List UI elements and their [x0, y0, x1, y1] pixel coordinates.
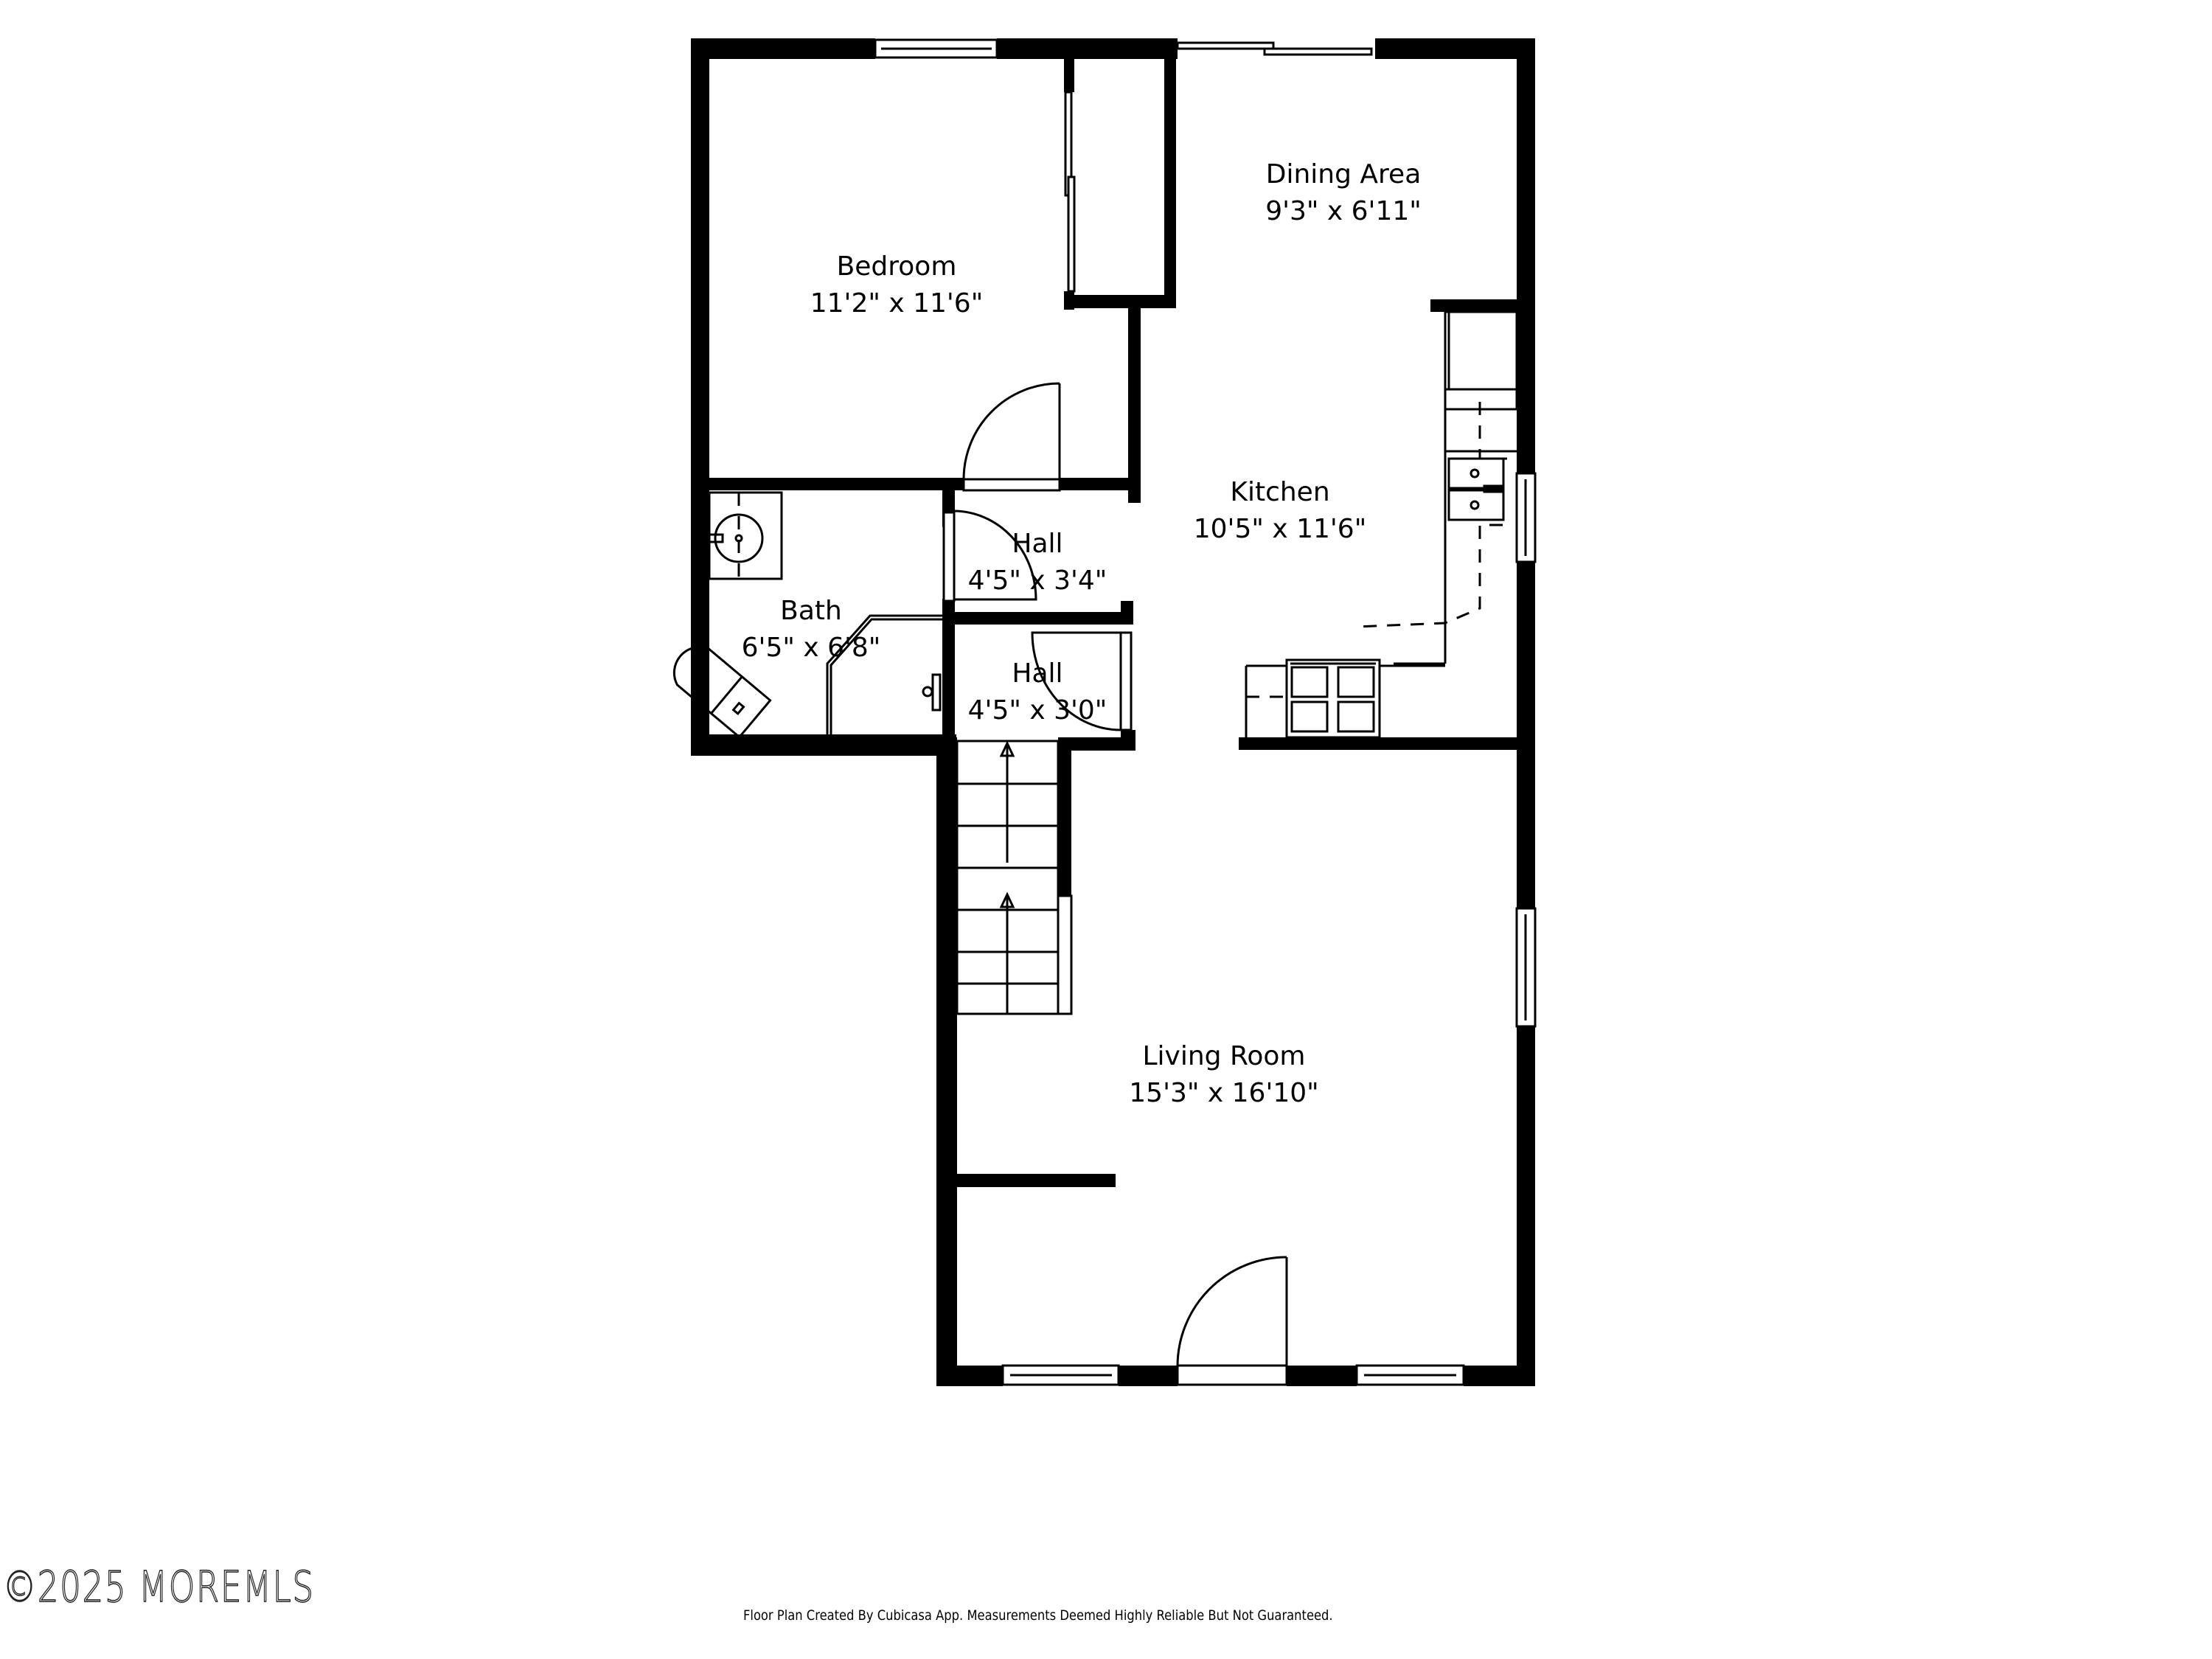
room-name: Bath [780, 596, 842, 626]
floor-plan-credit: Floor Plan Created By Cubicasa App. Meas… [743, 1607, 1333, 1624]
room-label-dining: Dining Area 9'3" x 6'11" [1265, 156, 1422, 230]
bath-fixtures [672, 491, 942, 739]
room-label-hall-lower: Hall 4'5" x 3'0" [968, 655, 1107, 729]
room-name: Bedroom [836, 251, 957, 282]
room-dimensions: 10'5" x 11'6" [1193, 514, 1367, 544]
room-name: Hall [1012, 658, 1063, 689]
room-name: Dining Area [1265, 159, 1422, 189]
room-dimensions: 11'2" x 11'6" [810, 288, 984, 319]
walls [691, 38, 1535, 1386]
room-label-kitchen: Kitchen 10'5" x 11'6" [1194, 474, 1367, 548]
room-label-hall-upper: Hall 4'5" x 3'4" [968, 526, 1107, 599]
room-dimensions: 9'3" x 6'11" [1265, 196, 1422, 226]
windows [874, 38, 1537, 1386]
sink-icon [708, 491, 783, 580]
room-dimensions: 4'5" x 3'4" [967, 566, 1107, 596]
stove-icon [1285, 658, 1381, 739]
room-name: Kitchen [1230, 477, 1330, 507]
room-label-bath: Bath 6'5" x 6'8" [742, 593, 881, 667]
doors [942, 382, 1288, 1386]
room-dimensions: 6'5" x 6'8" [741, 633, 881, 663]
room-label-living: Living Room 15'3" x 16'10" [1129, 1038, 1318, 1112]
stairs-icon [956, 740, 1073, 1015]
toilet-icon [672, 645, 772, 739]
room-name: Living Room [1142, 1041, 1306, 1071]
shower-icon [826, 614, 942, 737]
room-name: Hall [1012, 529, 1063, 559]
copyright-watermark: ©2025 MOREMLS [2, 1561, 315, 1613]
room-dimensions: 4'5" x 3'0" [967, 695, 1107, 726]
kitchen-sink-icon [1447, 457, 1505, 521]
room-label-bedroom: Bedroom 11'2" x 11'6" [810, 248, 984, 322]
kitchen-fixtures [1245, 310, 1518, 739]
room-dimensions: 15'3" x 16'10" [1129, 1078, 1319, 1108]
